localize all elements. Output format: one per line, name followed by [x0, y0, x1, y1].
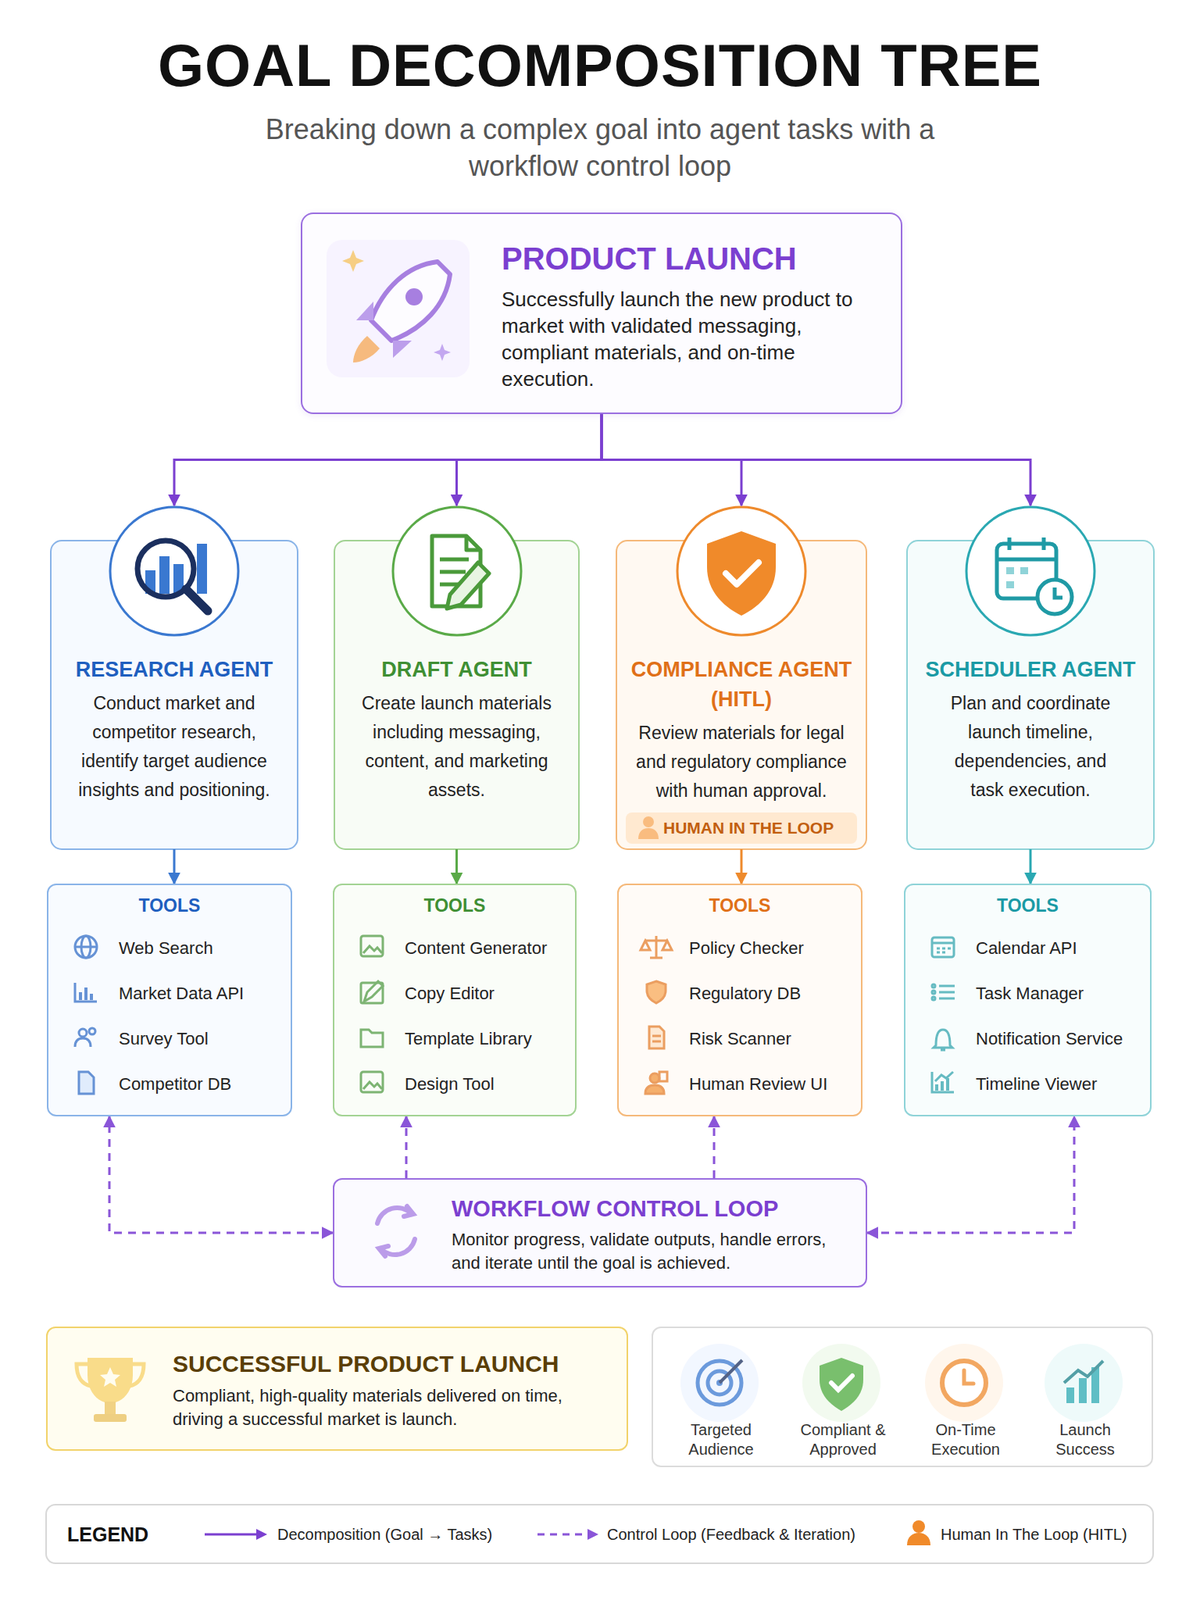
node-text: Review materials for legal and regulator…: [616, 718, 867, 806]
icon-circle: [110, 507, 239, 636]
node-heading: TOOLS: [618, 885, 861, 926]
node-heading: TOOLS: [48, 885, 291, 926]
decomposition-arrow: [455, 849, 458, 884]
legend-text: Control Loop (Feedback & Iteration): [607, 1524, 856, 1545]
tools-box: TOOLSCalendar APITask ManagerNotificatio…: [903, 883, 1152, 1117]
tool-item: Design Tool: [334, 1061, 575, 1108]
decomposition-arrow: [174, 414, 602, 506]
diagram-title: GOAL DECOMPOSITION TREE: [0, 28, 1200, 104]
outcome-box: SUCCESSFUL PRODUCT LAUNCH Compliant, high…: [46, 1326, 629, 1451]
node-text: Create launch materials including messag…: [334, 689, 579, 805]
shield-icon: [707, 531, 776, 616]
control-loop-box: WORKFLOW CONTROL LOOP Monitor progress, v…: [332, 1178, 868, 1288]
metric-label: On-Time Execution: [914, 1420, 1017, 1460]
tool-item: Content Generator: [334, 925, 575, 972]
decomposition-arrow: [173, 849, 176, 884]
legend-heading: LEGEND: [67, 1521, 149, 1547]
node-heading: SCHEDULER AGENT: [907, 654, 1154, 685]
decomposition-arrow: [1029, 849, 1033, 884]
control-loop-connector: [405, 1116, 408, 1179]
node-heading: TOOLS: [905, 885, 1150, 926]
tool-item: Timeline Viewer: [905, 1061, 1150, 1108]
tool-item: Policy Checker: [618, 925, 861, 972]
legend-arrowhead: [587, 1528, 599, 1540]
icon-circle: [677, 507, 806, 636]
research-icon: [137, 540, 208, 611]
node-heading: COMPLIANCE AGENT (HITL): [616, 654, 867, 715]
decomposition-arrow: [601, 414, 1031, 506]
agent-box: COMPLIANCE AGENT (HITL)Review materials …: [616, 505, 867, 850]
tool-item: Template Library: [334, 1016, 575, 1062]
node-heading: RESEARCH AGENT: [50, 654, 298, 685]
control-loop-connector: [109, 1116, 333, 1233]
node-heading: TOOLS: [334, 885, 575, 926]
tool-item: Risk Scanner: [618, 1016, 861, 1062]
legend-text: Human In The Loop (HITL): [940, 1524, 1128, 1545]
node-heading: PRODUCT LAUNCH: [501, 239, 878, 279]
tool-item: Market Data API: [48, 971, 291, 1017]
tools-box: TOOLSWeb SearchMarket Data APISurvey Too…: [46, 883, 293, 1117]
agent-box: RESEARCH AGENT Conduct market and competi…: [50, 505, 298, 850]
decomposition-arrow: [457, 414, 603, 506]
tool-item: Survey Tool: [48, 1016, 291, 1062]
metrics-box: Targeted Audience Compliant & Approved On-…: [651, 1326, 1154, 1468]
tool-item: Copy Editor: [334, 971, 575, 1017]
legend-dashed-sample: [537, 1533, 588, 1536]
metric-label: Targeted Audience: [670, 1420, 772, 1460]
control-loop-connector: [713, 1116, 716, 1179]
calendar-icon: [996, 537, 1072, 615]
diagram-caption: Breaking down a complex goal into agent …: [248, 110, 952, 185]
node-heading: WORKFLOW CONTROL LOOP: [451, 1193, 857, 1224]
node-heading: HUMAN IN THE LOOP: [663, 812, 853, 844]
tool-item: Web Search: [48, 925, 291, 972]
agent-box: SCHEDULER AGENT Plan and coordinate launc…: [907, 505, 1154, 850]
metric-label: Compliant & Approved: [792, 1420, 894, 1460]
node-heading: DRAFT AGENT: [334, 654, 579, 685]
legend-arrowhead: [256, 1528, 268, 1540]
agent-outline: [334, 540, 579, 850]
agent-outline: [50, 540, 298, 850]
hitl-badge: HUMAN IN THE LOOP: [625, 812, 858, 844]
legend-person: [907, 1520, 931, 1546]
tools-box: TOOLSPolicy CheckerRegulatory DBRisk Sca…: [617, 883, 863, 1117]
tool-item: Regulatory DB: [618, 971, 861, 1017]
draft-icon: [432, 535, 490, 609]
tool-item: Task Manager: [905, 971, 1150, 1017]
node-text: Successfully launch the new product to m…: [501, 285, 878, 393]
node-text: Monitor progress, validate outputs, hand…: [451, 1228, 857, 1275]
tool-item: Competitor DB: [48, 1061, 291, 1108]
decomposition-arrow: [740, 849, 743, 884]
tool-item: Human Review UI: [618, 1061, 861, 1108]
icon-circle: [966, 507, 1095, 636]
agent-box: DRAFT AGENT Create launch materials inclu…: [334, 505, 579, 850]
metric-label: Launch Success: [1034, 1420, 1136, 1460]
tools-box: TOOLSContent GeneratorCopy EditorTemplat…: [332, 883, 577, 1117]
legend-box: [46, 1504, 1154, 1564]
goal-box: PRODUCT LAUNCH Successfully launch the ne…: [300, 212, 903, 415]
node-heading: SUCCESSFUL PRODUCT LAUNCH: [172, 1348, 611, 1380]
node-text: Compliant, high-quality materials delive…: [172, 1384, 611, 1432]
legend-text: Decomposition (Goal → Tasks): [277, 1524, 493, 1545]
node-text: Conduct market and competitor research, …: [50, 689, 298, 805]
node-text: Plan and coordinate launch timeline, dep…: [907, 689, 1154, 805]
legend-solid-sample: [204, 1533, 258, 1536]
control-loop-connector: [867, 1116, 1075, 1233]
icon-circle: [392, 507, 522, 636]
tool-item: Notification Service: [905, 1016, 1150, 1062]
tool-item: Calendar API: [905, 925, 1150, 972]
